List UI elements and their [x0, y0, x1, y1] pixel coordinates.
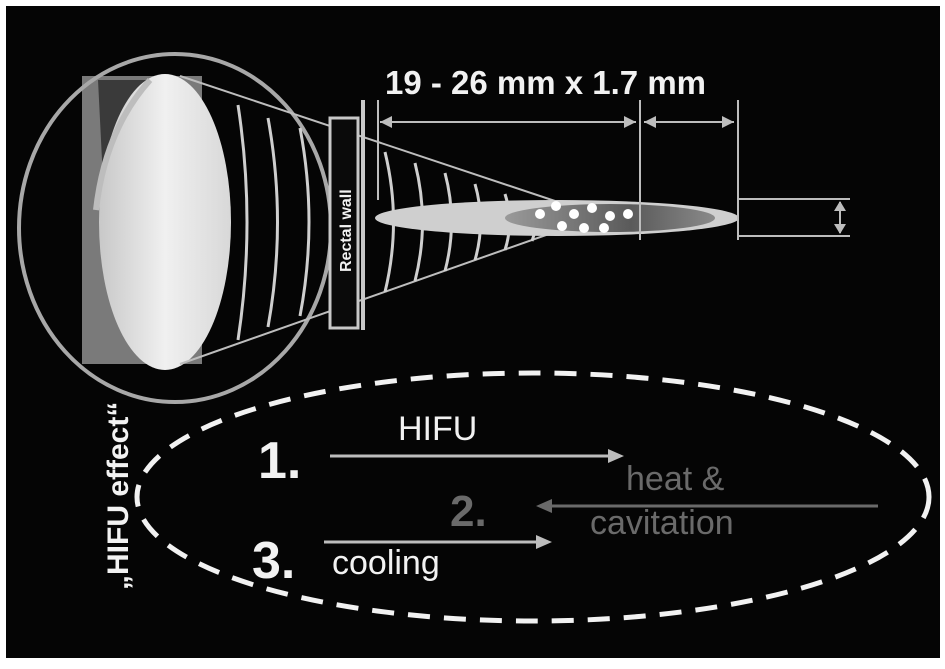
wave-arc — [298, 127, 311, 317]
beam-cone-lower — [179, 215, 601, 365]
wave-arc — [236, 104, 249, 341]
cavitation-bubble — [587, 203, 597, 213]
rectal-wall: Rectal wall — [328, 100, 365, 330]
transducer-lens — [99, 74, 231, 370]
step-1: 1. HIFU — [258, 410, 624, 490]
step-3-arrowhead — [536, 535, 552, 549]
cavitation-bubble — [579, 223, 589, 233]
cavitation-bubble — [599, 223, 609, 233]
step-1-label: HIFU — [398, 410, 477, 448]
cavitation-bubbles — [535, 201, 633, 233]
arrowhead — [644, 116, 656, 128]
arrowhead — [380, 116, 392, 128]
rectal-wall-bar — [328, 116, 360, 330]
step-2: 2. heat & cavitation — [450, 460, 878, 542]
arrowhead — [722, 116, 734, 128]
beam-cone-upper — [179, 75, 601, 217]
cavitation-bubble — [623, 209, 633, 219]
cavitation-bubble — [605, 211, 615, 221]
lens-highlight — [93, 77, 153, 211]
step-1-number: 1. — [258, 432, 301, 490]
step-3-number: 3. — [252, 532, 295, 590]
cavitation-bubble — [551, 201, 561, 211]
step-1-arrowhead — [608, 449, 624, 463]
arrowhead — [834, 224, 846, 234]
transducer — [82, 74, 231, 370]
arrowhead — [624, 116, 636, 128]
cavitation-bubble — [569, 209, 579, 219]
focal-zone — [375, 200, 739, 236]
rectal-wall-label: Rectal wall — [338, 189, 355, 272]
step-2-number: 2. — [450, 487, 487, 536]
cavitation-bubble — [557, 221, 567, 231]
hifu-effect-label: „HIFU effect“ — [102, 402, 135, 590]
step-3: 3. cooling — [252, 532, 552, 590]
dimension-label: 19 - 26 mm x 1.7 mm — [385, 64, 706, 101]
wave-arc — [266, 117, 279, 328]
step-3-label: cooling — [332, 544, 440, 582]
beam-cone — [179, 75, 601, 365]
step-2-label-line2: cavitation — [590, 504, 734, 542]
arrowhead — [834, 201, 846, 211]
dimension-lines — [377, 100, 850, 240]
dimension-arrowheads — [380, 116, 846, 234]
step-2-label-line1: heat & — [626, 460, 725, 498]
process-cycle-ellipse — [134, 370, 932, 624]
cavitation-bubble — [535, 209, 545, 219]
step-2-arrowhead — [536, 499, 552, 513]
